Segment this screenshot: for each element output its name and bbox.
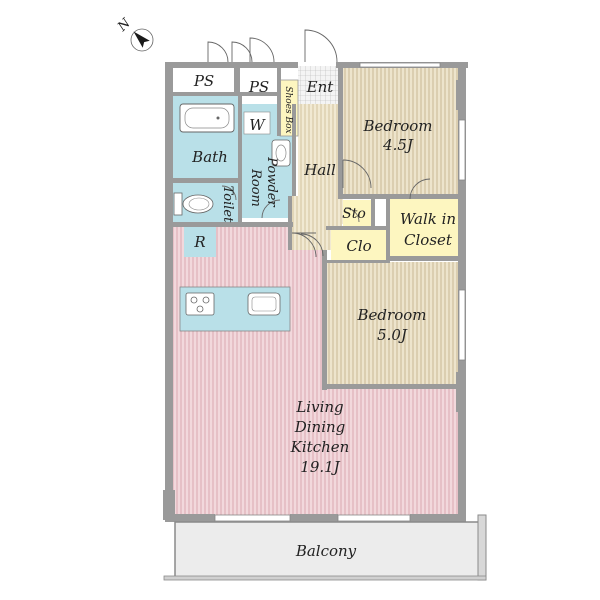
washer-space: [243, 111, 271, 135]
walkin-label-1: Walk in: [400, 210, 456, 228]
shoes-box-label: Shoes Box: [283, 86, 293, 133]
bedroom2-size-label: 5.0J: [377, 326, 408, 344]
ldk-label-2: Dining: [294, 418, 346, 436]
powder-room-label-1: Powder: [264, 156, 279, 207]
bedroom1-floor: [343, 66, 462, 196]
sto-label: Sto: [342, 206, 366, 222]
walkin-floor: [389, 196, 462, 258]
washbasin-icon: [271, 139, 291, 167]
ldk-size-label: 19.1J: [300, 458, 340, 476]
doors: [207, 29, 431, 258]
windows: [214, 62, 466, 522]
stove-icon: [185, 292, 215, 316]
toilet-label: Toilet: [220, 186, 235, 223]
bathtub-icon: [179, 103, 235, 133]
bedroom2-floor: [326, 262, 462, 388]
refrigerator-floor: [184, 227, 216, 257]
entrance-floor: [298, 66, 343, 104]
balcony-rail: [477, 514, 487, 581]
compass-north-label: N: [114, 16, 134, 36]
bedroom1-name-label: Bedroom: [363, 117, 433, 135]
balcony-floor: [174, 521, 484, 579]
sink-icon: [247, 292, 281, 316]
powder-room-label-2: Room: [248, 168, 263, 207]
bedroom2-name-label: Bedroom: [357, 306, 427, 324]
compass-icon: [130, 28, 154, 52]
ldk-label-1: Living: [295, 398, 343, 416]
ldk-label-3: Kitchen: [290, 438, 350, 456]
balcony-edge: [163, 575, 487, 581]
walkin-label-2: Closet: [404, 231, 453, 249]
bath-label: Bath: [191, 148, 228, 166]
w-label: W: [249, 116, 266, 134]
ent-label: Ent: [306, 78, 335, 96]
bedroom1-size-label: 4.5J: [382, 136, 414, 154]
clo-floor: [331, 230, 389, 262]
refrigerator-label: R: [193, 233, 205, 251]
ps2-label: PS: [248, 78, 269, 96]
clo-label: Clo: [346, 237, 371, 255]
hall-label: Hall: [303, 161, 336, 179]
ps1-label: PS: [193, 72, 214, 90]
toilet-icon: [173, 192, 214, 216]
balcony-label: Balcony: [295, 542, 357, 560]
sto-floor: [343, 200, 371, 226]
